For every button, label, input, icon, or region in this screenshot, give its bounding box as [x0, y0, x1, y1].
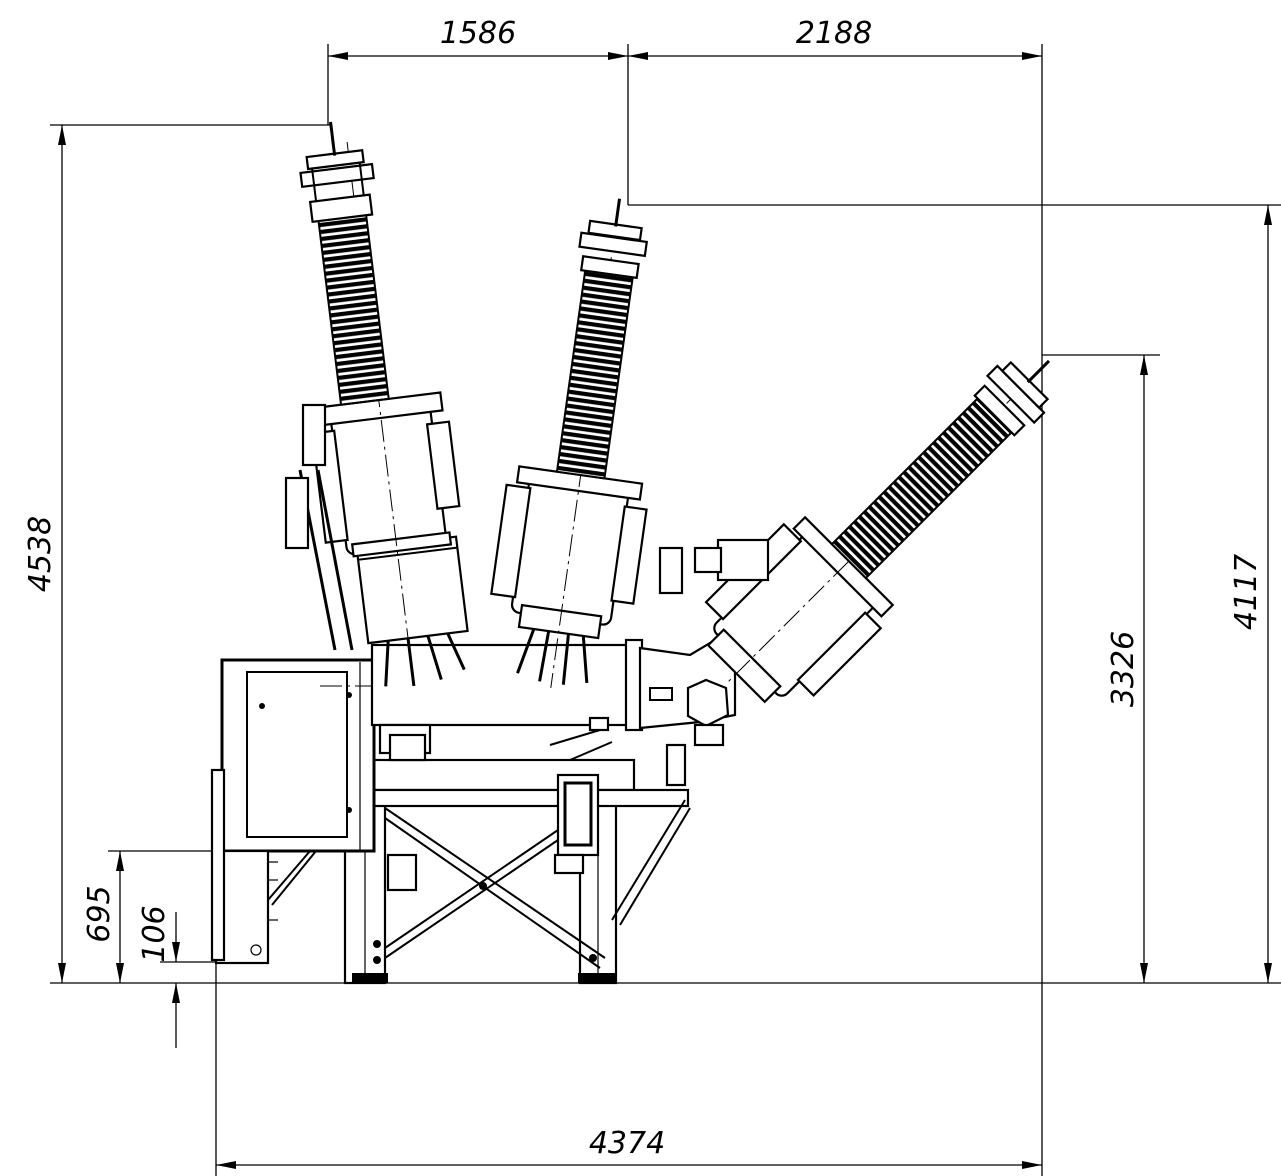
right-mechanism	[658, 538, 770, 595]
dim-right-bushing-height: 3326	[1106, 631, 1141, 707]
dim-cabinet-bottom-height: 695	[82, 885, 117, 942]
dim-top-left-width: 1586	[440, 16, 516, 51]
right-bushing	[704, 359, 1051, 704]
left-bushing	[299, 121, 469, 687]
dim-middle-bushing-height: 4117	[1229, 554, 1264, 630]
main-tank	[370, 638, 737, 892]
auxiliary-box	[210, 768, 317, 965]
dimension-lines	[50, 44, 1281, 1176]
left-support-rails	[284, 403, 354, 651]
dim-top-right-width: 2188	[796, 16, 872, 51]
dim-cabinet-offset: 106	[137, 905, 172, 962]
control-cabinet	[220, 658, 650, 853]
dim-total-width: 4374	[589, 1126, 665, 1161]
dim-total-height: 4538	[23, 516, 58, 592]
middle-bushing	[490, 198, 649, 689]
